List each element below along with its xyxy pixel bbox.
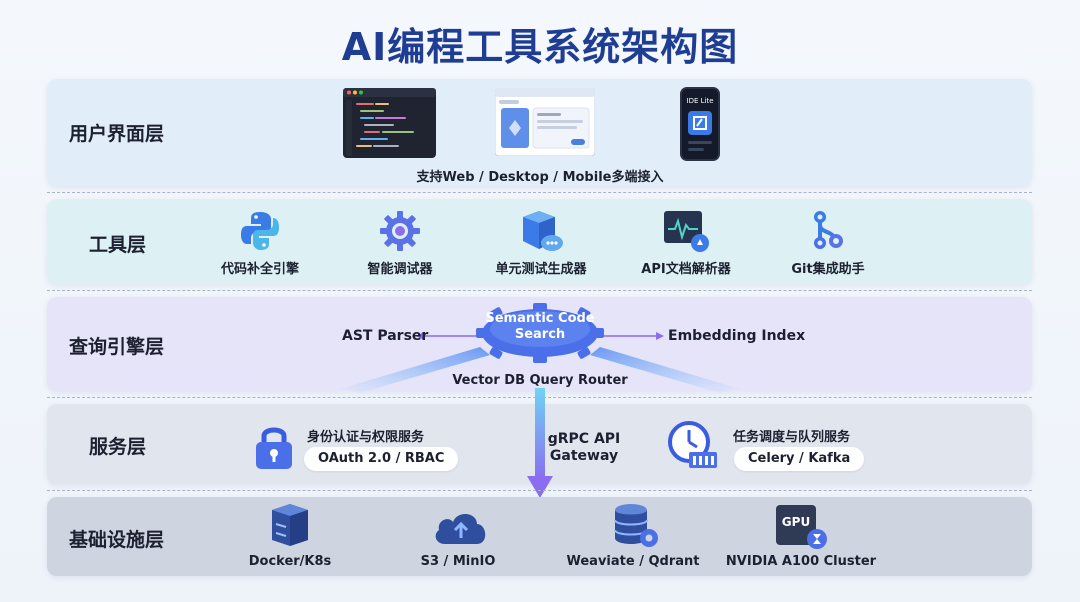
gpu-icon: GPU	[776, 505, 816, 545]
infra-layer: 基础设施层	[47, 497, 1032, 576]
tool-layer-label: 工具层	[89, 234, 147, 256]
auth-service-title: 身份认证与权限服务	[307, 430, 425, 445]
infra-layer-label: 基础设施层	[69, 529, 165, 551]
task-service-title: 任务调度与队列服务	[733, 430, 851, 445]
mobile-app-label: IDE Lite	[686, 97, 714, 105]
query-arrows	[340, 303, 740, 393]
semantic-search-node: Semantic Code	[485, 311, 595, 326]
desktop-app-icon	[495, 88, 595, 156]
tool-label: 智能调试器	[367, 262, 433, 277]
tool-label: API文档解析器	[641, 262, 731, 277]
python-icon	[241, 212, 279, 250]
gpu-badge-icon	[807, 529, 827, 549]
database-icon	[614, 504, 658, 547]
layer-divider	[47, 490, 1032, 491]
query-layer-label: 查询引擎层	[69, 336, 165, 358]
cube-icon	[523, 211, 563, 251]
layer-divider	[47, 192, 1032, 193]
cloud-icon	[435, 513, 486, 544]
gpu-icon-text: GPU	[781, 515, 811, 529]
task-service-pill: Celery / Kafka	[734, 447, 865, 471]
mobile-app-icon: IDE Lite	[680, 87, 720, 161]
page-title: AI编程工具系统架构图	[341, 25, 739, 69]
grpc-gateway-label-line2: Gateway	[549, 448, 619, 464]
embedding-index-label: Embedding Index	[668, 328, 806, 344]
tool-label: Git集成助手	[791, 262, 865, 277]
infra-label: Docker/K8s	[248, 554, 332, 569]
ui-layer-label: 用户界面层	[69, 123, 165, 145]
semantic-search-node-line2: Search	[514, 327, 566, 342]
tool-label: 代码补全引擎	[220, 262, 300, 277]
auth-service-pill: OAuth 2.0 / RBAC	[304, 447, 459, 471]
vector-db-router-label: Vector DB Query Router	[452, 373, 628, 388]
infra-label: Weaviate / Qdrant	[566, 554, 700, 569]
tool-label: 单元测试生成器	[495, 262, 587, 277]
monitor-icon	[664, 211, 709, 252]
ui-layer-caption: 支持Web / Desktop / Mobile多端接入	[416, 170, 664, 185]
infra-label: S3 / MinIO	[420, 554, 496, 569]
server-icon	[272, 504, 308, 546]
gateway-arrow	[527, 388, 553, 498]
grpc-gateway-label: gRPC API	[547, 431, 621, 447]
clock-icon	[668, 421, 717, 468]
infra-label: NVIDIA A100 Cluster	[725, 554, 877, 569]
code-editor-icon	[343, 88, 436, 158]
layer-divider	[47, 290, 1032, 291]
git-icon	[814, 211, 843, 249]
lock-icon	[256, 427, 292, 469]
service-layer-label: 服务层	[89, 436, 147, 458]
ast-parser-label: AST Parser	[342, 328, 429, 344]
gear-icon	[380, 211, 420, 251]
